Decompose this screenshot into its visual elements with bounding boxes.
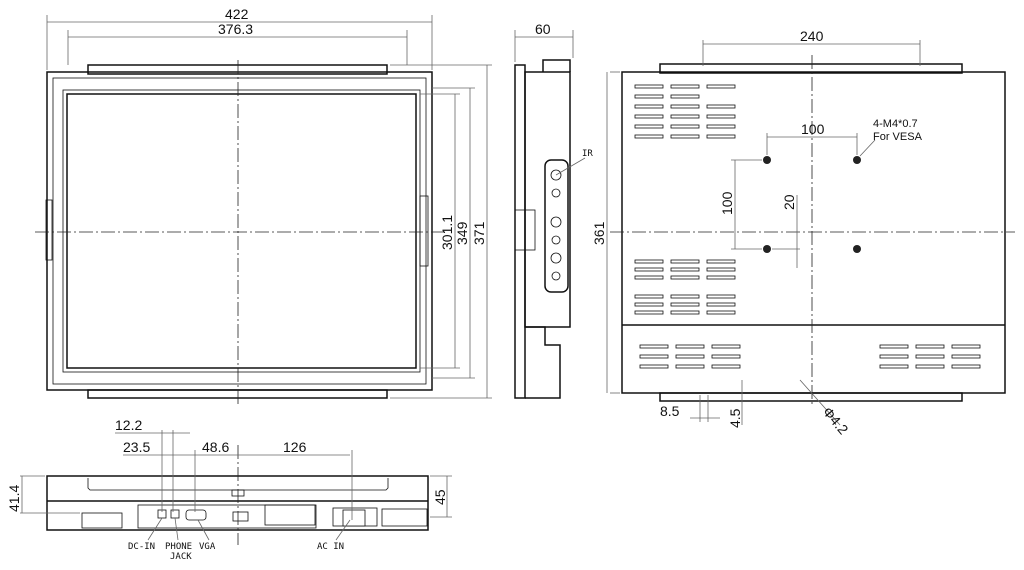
dim-vesa-spacing-v: 100	[719, 191, 735, 215]
dim-ac: 126	[283, 439, 307, 455]
side-view: 60 IR	[514, 21, 593, 399]
dim-dc: 12.2	[115, 417, 142, 433]
dim-slot-depth: 4.5	[727, 408, 743, 428]
dim-width: 422	[225, 6, 249, 22]
dim-bracket-span: 376.3	[218, 21, 253, 37]
dim-vesa-spacing-h: 100	[801, 121, 825, 137]
dim-back-height: 361	[591, 221, 607, 245]
vesa-screw-label: 4-M4*0.7	[873, 118, 918, 130]
phone-label: PHONE	[165, 542, 192, 552]
front-view: 422 376.3 301.1 349 371	[35, 6, 492, 405]
vesa-holes	[763, 156, 861, 253]
bottom-view: 12.2 23.5 48.6 126 41.4 45 DC-IN PHONE J…	[6, 417, 452, 562]
jack-label: JACK	[170, 552, 192, 562]
dim-hole-diameter: Φ4.2	[820, 404, 852, 438]
dim-vesa-horizontal: 240	[800, 28, 824, 44]
dim-vga: 48.6	[202, 439, 229, 455]
dim-overall-height: 371	[471, 221, 487, 245]
back-view: 240 361 100 100 20 4-M4*0.7 For VESA 8.5…	[591, 28, 1015, 438]
dc-in-label: DC-IN	[128, 542, 155, 552]
dim-bracket-height: 349	[454, 221, 470, 245]
ac-in-label: AC IN	[317, 542, 344, 552]
ir-label: IR	[582, 149, 593, 159]
dim-height-left: 41.4	[6, 485, 22, 512]
dim-depth: 60	[535, 21, 551, 37]
vesa-screw-note: For VESA	[873, 131, 923, 143]
dim-offset: 20	[781, 194, 797, 210]
vga-label: VGA	[199, 542, 216, 552]
dim-phone: 23.5	[123, 439, 150, 455]
dim-height-right: 45	[432, 489, 448, 505]
dim-slot-offset: 8.5	[660, 403, 680, 419]
dim-screen-height: 301.1	[439, 215, 455, 250]
